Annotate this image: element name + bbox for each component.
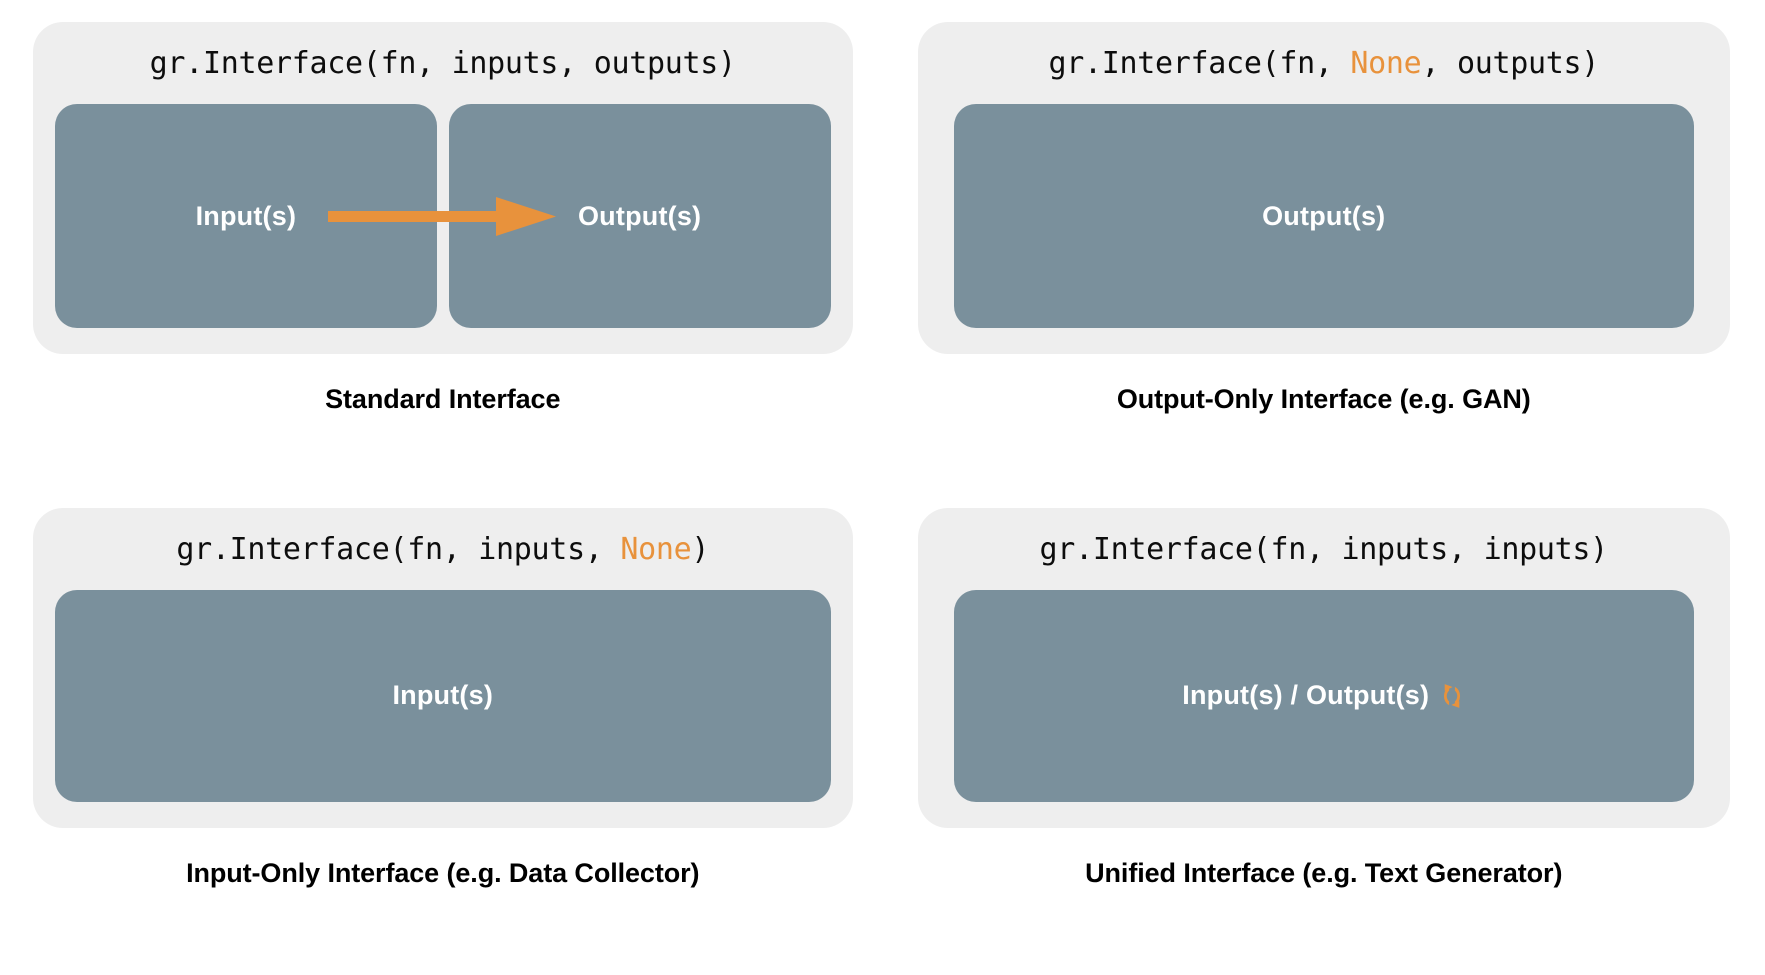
input-box: Input(s) <box>55 589 831 802</box>
panel-unified-interface: gr.Interface(fn, inputs, inputs) Input(s… <box>883 488 1765 975</box>
code-highlight-none: None <box>620 531 692 567</box>
box-row-standard: Input(s) Output(s) <box>55 104 831 328</box>
input-box-label: Input(s) <box>195 200 297 231</box>
input-output-box-label: Input(s) / Output(s) <box>1182 680 1430 710</box>
code-line-input-only: gr.Interface(fn, inputs, None) <box>176 532 709 568</box>
code-before: gr.Interface(fn, inputs, <box>176 531 621 567</box>
code-after: ) <box>691 531 710 567</box>
sync-arrows-icon <box>1444 683 1461 708</box>
panel-caption-input-only: Input-Only Interface (e.g. Data Collecto… <box>186 857 700 888</box>
panel-standard-interface: gr.Interface(fn, inputs, outputs) Input(… <box>0 0 883 488</box>
card-input-only-interface: gr.Interface(fn, inputs, None) Input(s) <box>33 507 853 828</box>
input-output-box: Input(s) / Output(s) <box>953 589 1694 802</box>
panel-input-only-interface: gr.Interface(fn, inputs, None) Input(s) … <box>0 488 883 975</box>
code-line-standard: gr.Interface(fn, inputs, outputs) <box>150 46 736 82</box>
card-standard-interface: gr.Interface(fn, inputs, outputs) Input(… <box>33 22 853 354</box>
output-box-label: Output(s) <box>1262 200 1386 231</box>
code-before: gr.Interface(fn, <box>1048 46 1351 81</box>
input-output-box-label-wrap: Input(s) / Output(s) <box>1182 680 1465 711</box>
panel-caption-standard: Standard Interface <box>325 384 561 414</box>
panel-caption-unified: Unified Interface (e.g. Text Generator) <box>1085 857 1563 888</box>
panel-caption-output-only: Output-Only Interface (e.g. GAN) <box>1116 384 1531 414</box>
code-line-output-only: gr.Interface(fn, None, outputs) <box>1048 46 1599 82</box>
code-before: gr.Interface(fn, <box>149 46 452 81</box>
box-row-output-only: Output(s) <box>953 104 1694 328</box>
code-after: inputs, outputs) <box>451 46 736 81</box>
box-row-input-only: Input(s) <box>55 589 831 802</box>
code-line-unified: gr.Interface(fn, inputs, inputs) <box>1039 531 1609 568</box>
card-unified-interface: gr.Interface(fn, inputs, inputs) Input(s… <box>917 507 1730 828</box>
card-output-only-interface: gr.Interface(fn, None, outputs) Output(s… <box>917 22 1730 354</box>
input-box: Input(s) <box>55 104 437 328</box>
code-highlight-none: None <box>1350 46 1422 81</box>
code-after: inputs, inputs) <box>1341 531 1609 567</box>
code-after: , outputs) <box>1421 46 1600 81</box>
box-row-unified: Input(s) / Output(s) <box>953 589 1694 802</box>
input-box-label: Input(s) <box>392 680 494 710</box>
code-before: gr.Interface(fn, <box>1039 531 1342 567</box>
output-box: Output(s) <box>953 104 1694 328</box>
output-box: Output(s) <box>448 104 831 328</box>
output-box-label: Output(s) <box>577 200 702 231</box>
panel-output-only-interface: gr.Interface(fn, None, outputs) Output(s… <box>883 0 1765 488</box>
